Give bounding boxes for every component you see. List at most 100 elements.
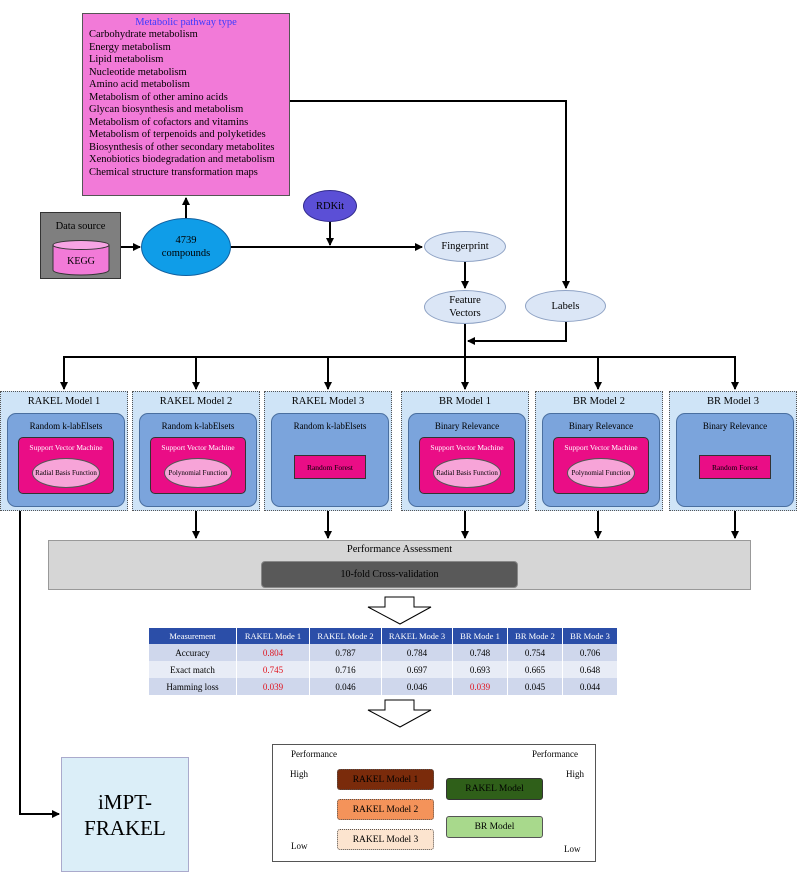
kernel-function: Polynomial Function bbox=[567, 458, 635, 488]
data-source-box: Data source KEGG bbox=[40, 212, 121, 279]
performance-title: Performance Assessment bbox=[346, 544, 453, 555]
table-cell: 0.039 bbox=[452, 678, 508, 695]
database-name: KEGG bbox=[67, 256, 95, 267]
table-cell: 0.716 bbox=[309, 661, 382, 678]
model-title: BR Model 2 bbox=[573, 396, 625, 407]
table-cell: 0.697 bbox=[381, 661, 453, 678]
model-method-box: Binary Relevance Random Forest bbox=[676, 413, 794, 507]
pathway-item: Energy metabolism bbox=[89, 41, 171, 53]
rdkit-node: RDKit bbox=[303, 190, 357, 222]
table-cell: 0.748 bbox=[452, 644, 508, 661]
pathway-item: Metabolism of terpenoids and polyketides bbox=[89, 129, 266, 141]
measurement-name: Hamming loss bbox=[149, 678, 237, 695]
classifier-box: Support Vector Machine Polynomial Functi… bbox=[150, 437, 246, 494]
method-label: Random k-labElsets bbox=[161, 421, 235, 431]
table-row: Hamming loss 0.039 0.046 0.046 0.039 0.0… bbox=[149, 678, 618, 695]
pathway-item: Biosynthesis of other secondary metaboli… bbox=[89, 141, 275, 153]
results-table: Measurement RAKEL Mode 1 RAKEL Mode 2 RA… bbox=[149, 628, 618, 695]
kernel-function: Polynomial Function bbox=[164, 458, 232, 488]
classifier-box: Random Forest bbox=[294, 455, 366, 479]
classifier-box: Support Vector Machine Polynomial Functi… bbox=[553, 437, 649, 494]
rdkit-label: RDKit bbox=[315, 200, 344, 212]
legend-performance-right: Performance bbox=[532, 749, 578, 759]
classifier-label: Support Vector Machine bbox=[161, 443, 235, 452]
pathway-item: Carbohydrate metabolism bbox=[89, 29, 198, 40]
classifier-label: Support Vector Machine bbox=[29, 443, 103, 452]
method-label: Binary Relevance bbox=[434, 421, 500, 431]
table-cell: 0.787 bbox=[309, 644, 382, 661]
model-box-rakel-2: RAKEL Model 2 Random k-labElsets Support… bbox=[132, 391, 260, 511]
legend-box: Performance Performance High High Low Lo… bbox=[272, 744, 596, 862]
table-cell: 0.784 bbox=[381, 644, 453, 661]
column-header: RAKEL Mode 1 bbox=[236, 628, 310, 644]
table-cell: 0.706 bbox=[562, 644, 618, 661]
pathway-item: Metabolism of other amino acids bbox=[89, 91, 228, 103]
pathway-item: Chemical structure transformation maps bbox=[89, 167, 258, 179]
legend-low-left: Low bbox=[291, 841, 308, 851]
table-cell: 0.046 bbox=[381, 678, 453, 695]
model-box-br-2: BR Model 2 Binary Relevance Support Vect… bbox=[535, 391, 663, 511]
fingerprint-node: Fingerprint bbox=[424, 231, 506, 262]
table-cell: 0.754 bbox=[507, 644, 563, 661]
final-model-line2: FRAKEL bbox=[84, 815, 166, 840]
model-method-box: Binary Relevance Support Vector Machine … bbox=[408, 413, 526, 507]
classifier-label: Support Vector Machine bbox=[564, 443, 638, 452]
column-header: Measurement bbox=[149, 628, 237, 644]
final-model-box: iMPT- FRAKEL bbox=[61, 757, 189, 872]
legend-rank-1: RAKEL Model 1 bbox=[337, 769, 434, 790]
legend-high-left: High bbox=[290, 769, 308, 779]
compound-count: 4739 bbox=[175, 235, 197, 246]
legend-rank-2: RAKEL Model 2 bbox=[337, 799, 434, 820]
kernel-function: Radial Basis Function bbox=[32, 458, 100, 488]
model-box-rakel-3: RAKEL Model 3 Random k-labElsets Random … bbox=[264, 391, 392, 511]
pathway-item: Lipid metabolism bbox=[89, 54, 164, 66]
feature-vectors-node: Feature Vectors bbox=[424, 290, 506, 324]
model-title: BR Model 1 bbox=[439, 396, 491, 407]
pathway-item: Glycan biosynthesis and metabolism bbox=[89, 104, 244, 116]
performance-assessment-box: Performance Assessment 10-fold Cross-val… bbox=[48, 540, 751, 590]
column-header: BR Mode 2 bbox=[507, 628, 563, 644]
table-cell: 0.648 bbox=[562, 661, 618, 678]
model-method-box: Binary Relevance Support Vector Machine … bbox=[542, 413, 660, 507]
column-header: BR Mode 3 bbox=[562, 628, 618, 644]
pathway-item: Metabolism of cofactors and vitamins bbox=[89, 116, 249, 128]
pathway-type-box: Metabolic pathway type Carbohydrate meta… bbox=[82, 13, 290, 196]
fingerprint-label: Fingerprint bbox=[441, 241, 489, 252]
labels-node: Labels bbox=[525, 290, 606, 322]
model-method-box: Random k-labElsets Support Vector Machin… bbox=[7, 413, 125, 507]
model-box-br-3: BR Model 3 Binary Relevance Random Fores… bbox=[669, 391, 797, 511]
method-label: Binary Relevance bbox=[702, 421, 768, 431]
pathway-item: Xenobiotics biodegradation and metabolis… bbox=[89, 154, 275, 166]
model-box-br-1: BR Model 1 Binary Relevance Support Vect… bbox=[401, 391, 529, 511]
table-cell: 0.045 bbox=[507, 678, 563, 695]
table-row: Accuracy 0.804 0.787 0.784 0.748 0.754 0… bbox=[149, 644, 618, 661]
feature-label-line1: Feature bbox=[449, 295, 481, 306]
model-box-rakel-1: RAKEL Model 1 Random k-labElsets Support… bbox=[0, 391, 128, 511]
table-cell: 0.804 bbox=[236, 644, 310, 661]
feature-label-line2: Vectors bbox=[449, 308, 481, 319]
table-cell: 0.039 bbox=[236, 678, 310, 695]
table-cell: 0.046 bbox=[309, 678, 382, 695]
model-method-box: Random k-labElsets Random Forest bbox=[271, 413, 389, 507]
compound-label: compounds bbox=[161, 248, 211, 259]
model-method-box: Random k-labElsets Support Vector Machin… bbox=[139, 413, 257, 507]
legend-rakel-model: RAKEL Model bbox=[446, 778, 543, 800]
table-cell: 0.665 bbox=[507, 661, 563, 678]
model-title: BR Model 3 bbox=[707, 396, 759, 407]
classifier-box: Support Vector Machine Radial Basis Func… bbox=[18, 437, 114, 494]
column-header: BR Mode 1 bbox=[452, 628, 508, 644]
pathway-item: Amino acid metabolism bbox=[89, 79, 190, 91]
model-title: RAKEL Model 1 bbox=[27, 396, 101, 407]
data-source-label: Data source bbox=[55, 221, 106, 232]
cross-validation-box: 10-fold Cross-validation bbox=[261, 561, 518, 588]
measurement-name: Exact match bbox=[149, 661, 237, 678]
model-title: RAKEL Model 3 bbox=[291, 396, 365, 407]
legend-rank-3: RAKEL Model 3 bbox=[337, 829, 434, 850]
table-cell: 0.693 bbox=[452, 661, 508, 678]
table-cell: 0.044 bbox=[562, 678, 618, 695]
kernel-function: Radial Basis Function bbox=[433, 458, 501, 488]
classifier-label: Support Vector Machine bbox=[430, 443, 504, 452]
method-label: Binary Relevance bbox=[568, 421, 634, 431]
table-row: Exact match 0.745 0.716 0.697 0.693 0.66… bbox=[149, 661, 618, 678]
table-cell: 0.745 bbox=[236, 661, 310, 678]
